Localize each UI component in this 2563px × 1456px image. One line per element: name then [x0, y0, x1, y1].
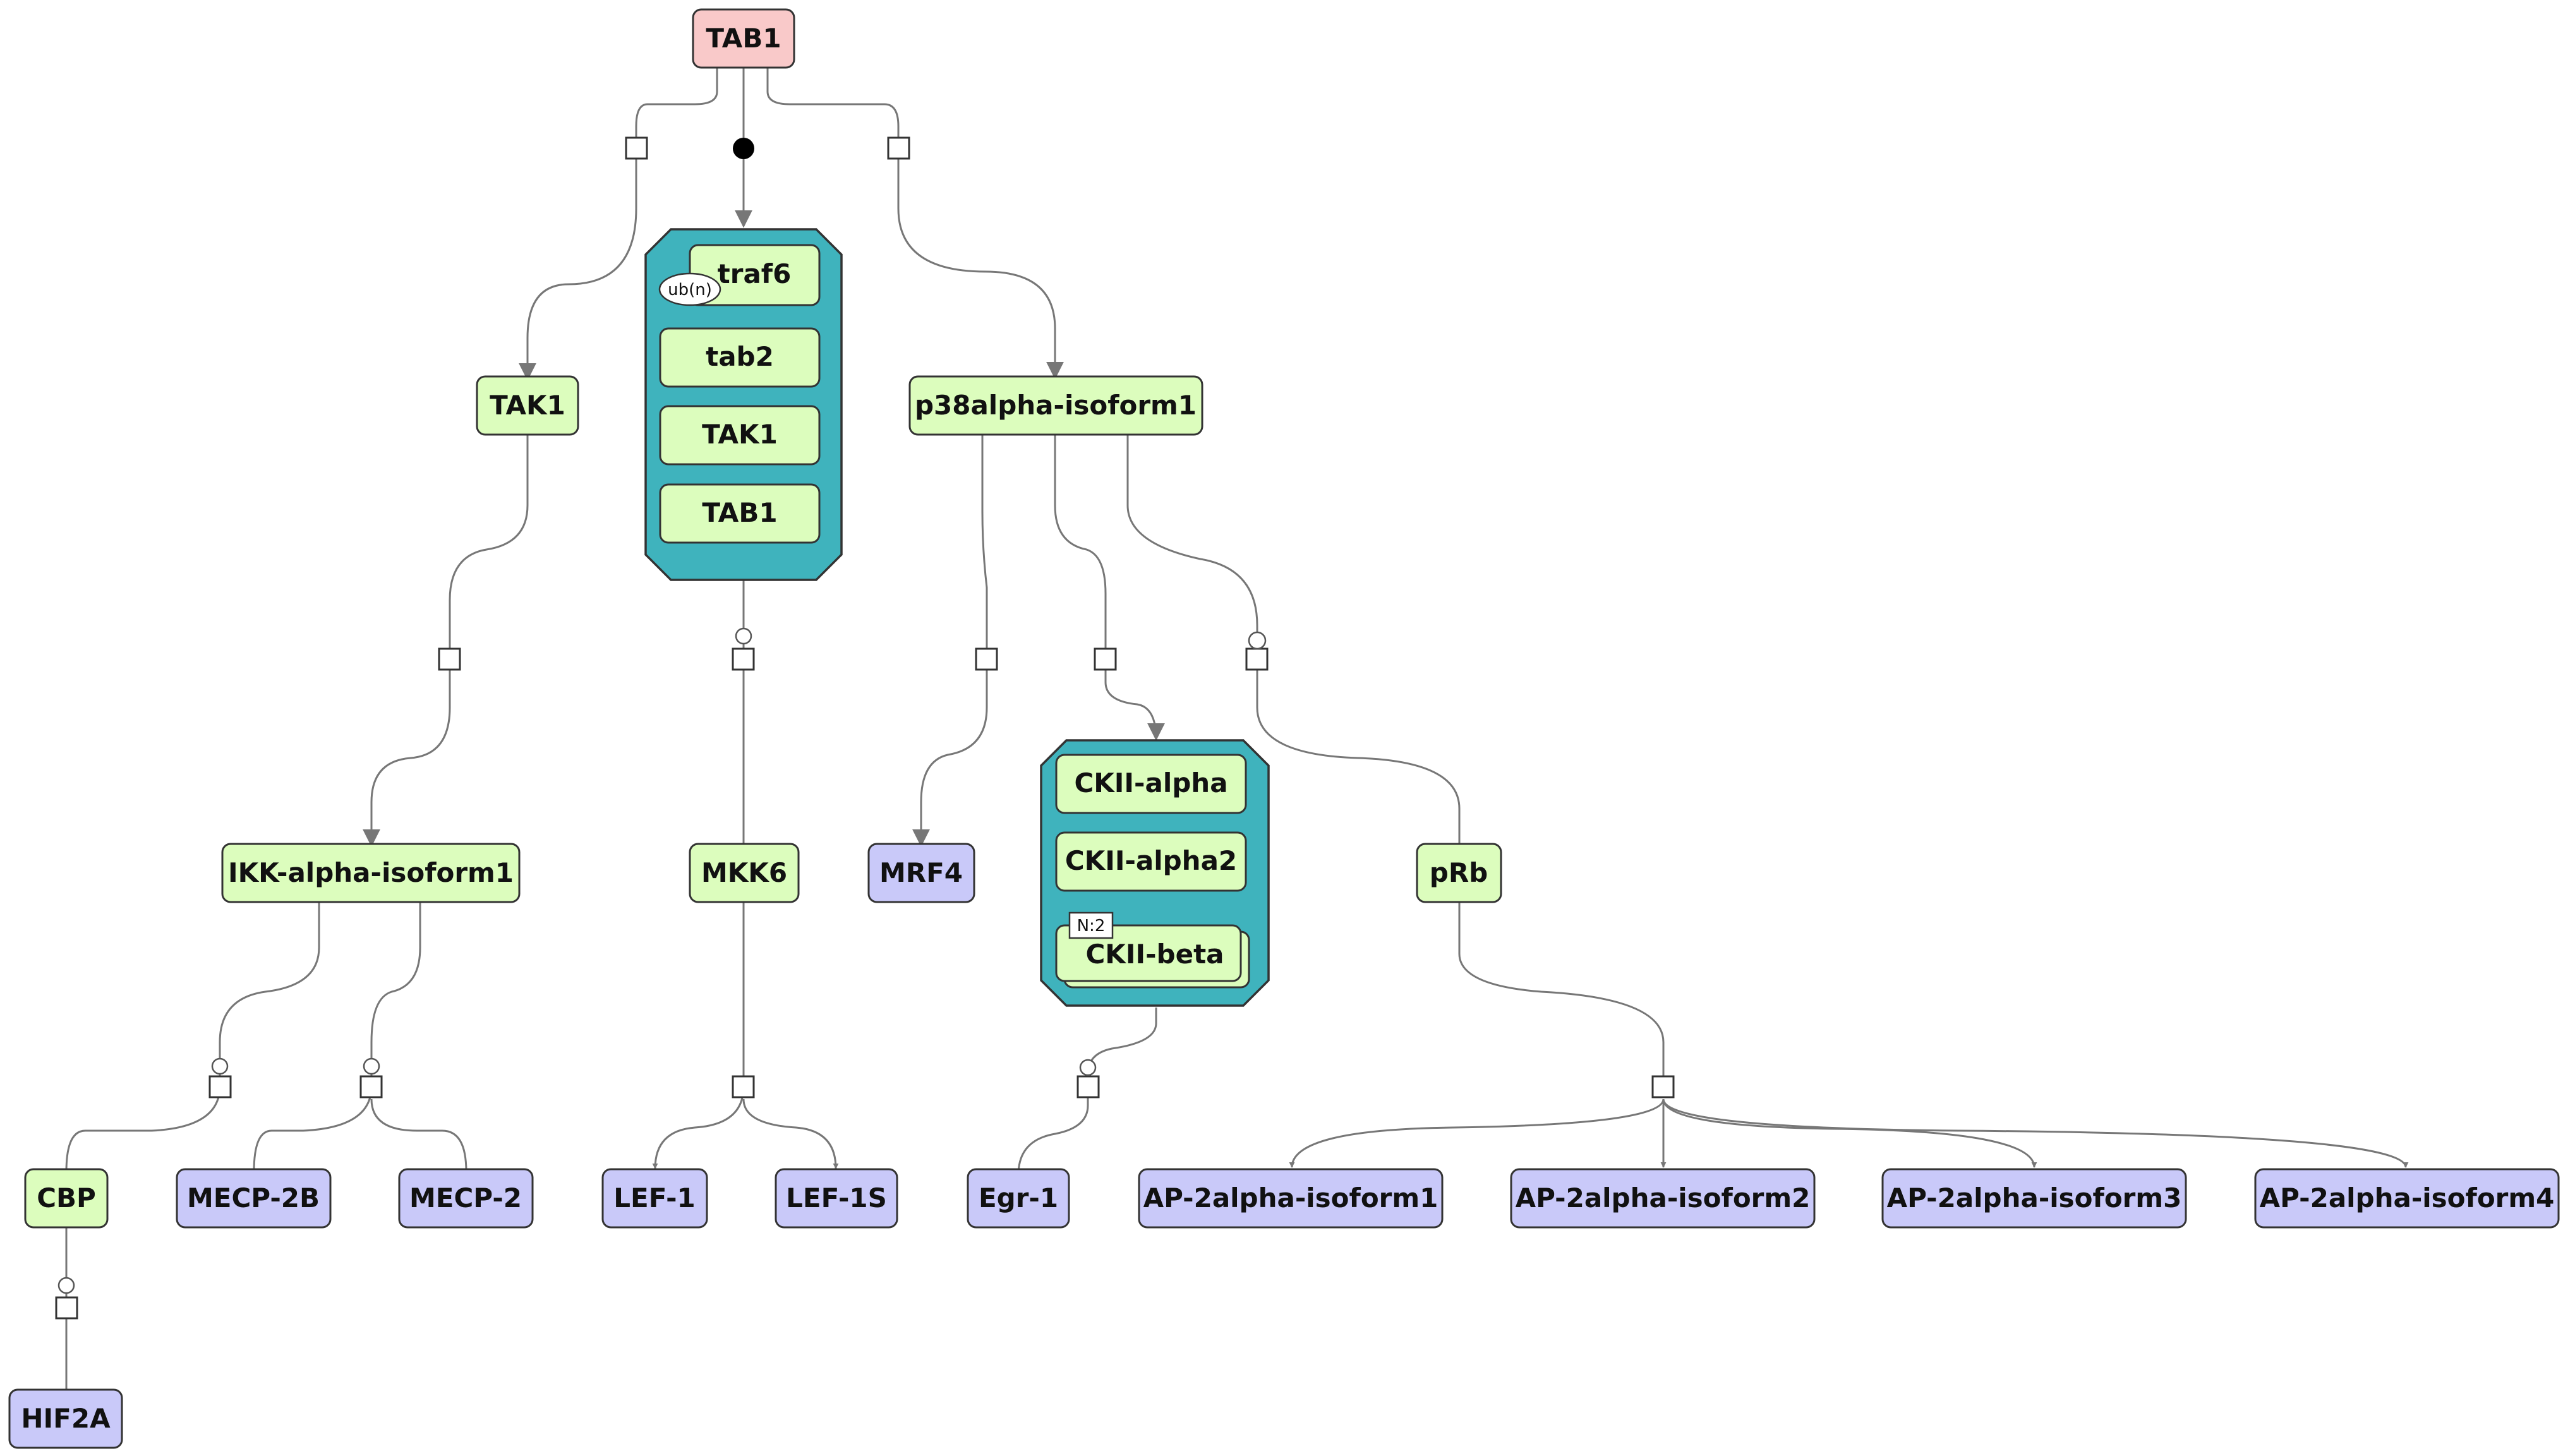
- node-label: LEF-1: [613, 1182, 696, 1213]
- complex-member-label: CKII-beta: [1085, 939, 1224, 970]
- node-hif2a[interactable]: HIF2A: [8, 1388, 123, 1449]
- edge-p38-mrf4: [912, 435, 988, 847]
- catalysis-glyphs: [57, 627, 1267, 1294]
- node-label: MRF4: [879, 857, 963, 888]
- node-label: Egr-1: [979, 1182, 1058, 1213]
- complex-ckii[interactable]: CKII-alpha CKII-alpha2 CKII-beta N:2: [1040, 739, 1270, 1007]
- catalysis-circle: [1248, 631, 1267, 650]
- node-mecp-2b[interactable]: MECP-2B: [176, 1168, 332, 1229]
- complex-traf6[interactable]: traf6 ub(n) tab2 TAK1 TAB1: [644, 228, 843, 581]
- catalysis-circle: [1079, 1059, 1097, 1076]
- multimer-badge: N:2: [1068, 912, 1114, 939]
- node-label: IKK-alpha-isoform1: [228, 857, 514, 888]
- complex-member-ckii-beta[interactable]: CKII-beta: [1055, 924, 1250, 989]
- node-cbp[interactable]: CBP: [24, 1168, 109, 1229]
- complex-member-label: traf6: [718, 258, 792, 289]
- process-square: [438, 647, 461, 671]
- node-ap-2alpha-isoform4[interactable]: AP-2alpha-isoform4: [2254, 1168, 2560, 1229]
- process-square: [887, 136, 910, 160]
- process-square: [1651, 1075, 1675, 1098]
- process-square: [1076, 1075, 1100, 1098]
- process-square: [359, 1075, 383, 1098]
- edge-prb-ap2-4: [1662, 1098, 2409, 1168]
- process-square: [625, 136, 648, 160]
- complex-member-tak1[interactable]: TAK1: [659, 405, 821, 466]
- node-tab1[interactable]: TAB1: [692, 8, 795, 69]
- node-label: LEF-1S: [786, 1182, 887, 1213]
- node-label: AP-2alpha-isoform3: [1887, 1182, 2182, 1213]
- node-ikk-alpha-isoform1[interactable]: IKK-alpha-isoform1: [221, 843, 521, 903]
- node-label: MECP-2B: [187, 1182, 320, 1213]
- process-square: [732, 1075, 755, 1098]
- node-label: AP-2alpha-isoform4: [2260, 1182, 2555, 1213]
- node-label: p38alpha-isoform1: [915, 390, 1197, 421]
- node-label: MECP-2: [409, 1182, 522, 1213]
- node-lef-1[interactable]: LEF-1: [601, 1168, 708, 1229]
- process-square: [1245, 647, 1269, 671]
- node-label: HIF2A: [21, 1403, 111, 1434]
- process-square: [208, 1075, 232, 1098]
- node-tak1[interactable]: TAK1: [476, 375, 579, 436]
- node-label: MKK6: [701, 857, 787, 888]
- edge-ikk-cbp: [65, 902, 320, 1175]
- complex-member-tab1[interactable]: TAB1: [659, 483, 821, 544]
- edge-tak1-ikk: [363, 435, 529, 847]
- complex-member-label: CKII-alpha2: [1065, 845, 1237, 876]
- node-mkk6[interactable]: MKK6: [689, 843, 800, 903]
- association-dot: [733, 138, 754, 159]
- node-mecp-2[interactable]: MECP-2: [398, 1168, 534, 1229]
- node-label: AP-2alpha-isoform1: [1143, 1182, 1438, 1213]
- node-lef-1s[interactable]: LEF-1S: [775, 1168, 898, 1229]
- node-label: TAB1: [706, 23, 781, 54]
- node-ap-2alpha-isoform1[interactable]: AP-2alpha-isoform1: [1138, 1168, 1444, 1229]
- edge-p38-prb: [1126, 435, 1461, 846]
- process-square: [732, 647, 755, 671]
- complex-member-label: TAK1: [702, 419, 778, 450]
- catalysis-circle: [735, 627, 752, 645]
- modification-label: ub(n): [668, 280, 712, 299]
- node-ap-2alpha-isoform3[interactable]: AP-2alpha-isoform3: [1881, 1168, 2187, 1229]
- node-label: AP-2alpha-isoform2: [1516, 1182, 1811, 1213]
- node-label: TAK1: [490, 390, 565, 421]
- node-p38alpha-isoform1[interactable]: p38alpha-isoform1: [908, 375, 1203, 436]
- complex-member-ckii-alpha[interactable]: CKII-alpha: [1055, 754, 1247, 814]
- process-square: [1094, 647, 1117, 671]
- edge-mecp2-branch: [370, 1098, 467, 1175]
- complex-member-ckii-alpha2[interactable]: CKII-alpha2: [1055, 831, 1247, 892]
- edge-prb-ap2-3: [1662, 1098, 2037, 1168]
- edge-complex2-egr1: [1017, 1008, 1157, 1176]
- edge-mkk6-lef1s: [742, 1098, 839, 1169]
- node-label: pRb: [1430, 857, 1488, 888]
- node-mrf4[interactable]: MRF4: [867, 843, 975, 903]
- node-ap-2alpha-isoform2[interactable]: AP-2alpha-isoform2: [1510, 1168, 1816, 1229]
- complex-member-tab2[interactable]: tab2: [659, 327, 821, 388]
- edge-ikk-mecp2: [253, 902, 421, 1175]
- process-square: [55, 1296, 78, 1320]
- edges: [65, 68, 2409, 1390]
- edge-tab1-tak1: [519, 68, 718, 381]
- edge-tab1-p38: [766, 68, 1064, 380]
- process-square: [975, 647, 998, 671]
- node-egr-1[interactable]: Egr-1: [967, 1168, 1070, 1229]
- complex-member-traf6[interactable]: traf6: [689, 244, 821, 306]
- node-prb[interactable]: pRb: [1416, 843, 1502, 903]
- catalysis-circle: [57, 1277, 75, 1294]
- edge-prb-ap2: [1458, 902, 1665, 1086]
- catalysis-circle: [363, 1057, 380, 1075]
- catalysis-circle: [211, 1057, 229, 1075]
- edge-mkk6-lef: [652, 902, 745, 1169]
- complex-member-label: CKII-alpha: [1074, 767, 1227, 798]
- ubiquitin-modification: ub(n): [658, 272, 721, 306]
- process-glyphs: [55, 136, 1675, 1320]
- edge-p38-complex2: [1054, 435, 1165, 741]
- node-label: CBP: [37, 1182, 96, 1213]
- complex-member-label: TAB1: [702, 497, 777, 528]
- multimer-label: N:2: [1077, 917, 1106, 936]
- edge-prb-ap2-1: [1289, 1098, 1665, 1168]
- complex-member-label: tab2: [706, 341, 774, 372]
